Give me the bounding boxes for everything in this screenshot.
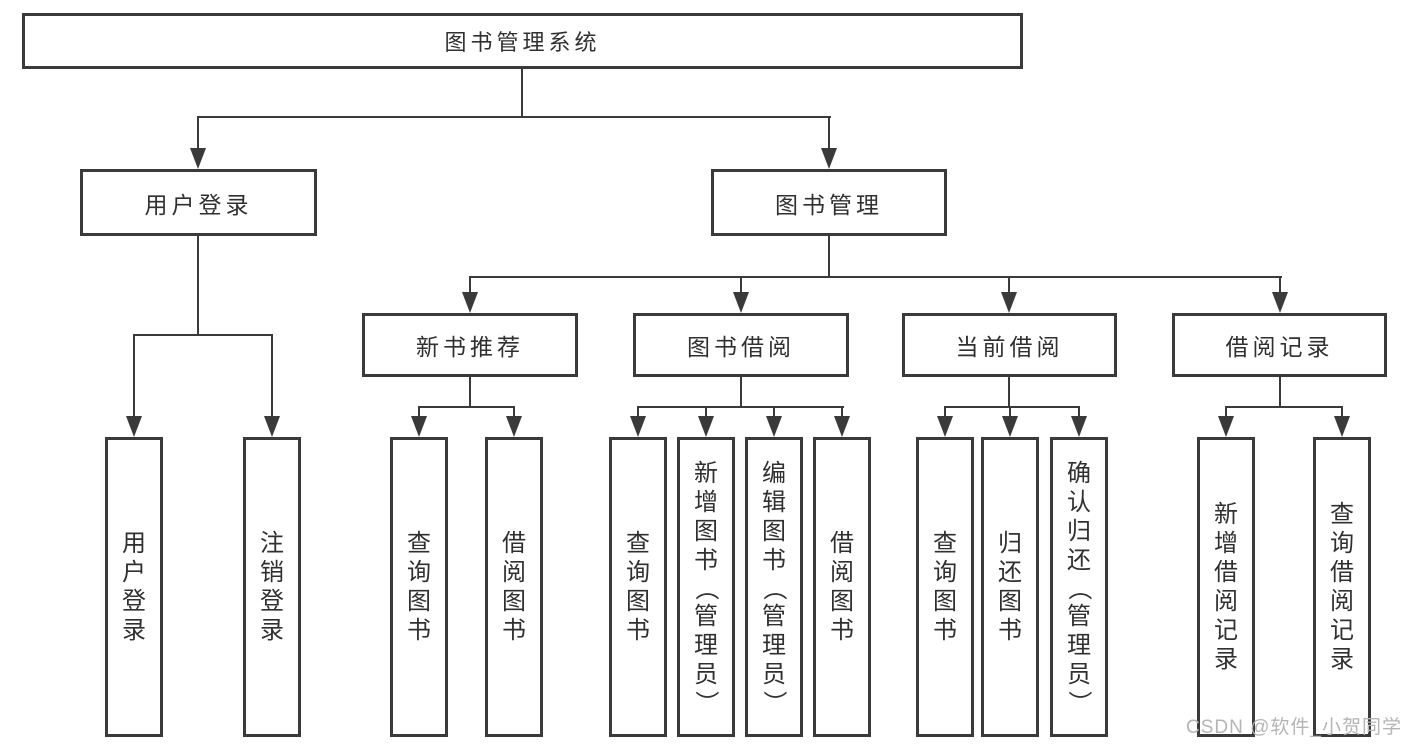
arrow-down-icon (1002, 416, 1018, 437)
edge-line (469, 377, 471, 408)
csdn-watermark: CSDN @软件_小贺同学 (1186, 717, 1402, 738)
node-book-management: 图书管理 (711, 169, 947, 236)
edge-line (740, 276, 742, 296)
edge-line (1078, 406, 1080, 420)
arrow-down-icon (264, 416, 280, 437)
edge-line (1279, 377, 1281, 408)
arrow-down-icon (630, 416, 646, 437)
edge-line (469, 276, 1282, 278)
node-new-book-recommend: 新书推荐 (362, 313, 578, 377)
edge-line (469, 276, 471, 296)
arrow-down-icon (1334, 416, 1350, 437)
edge-line (1009, 406, 1011, 420)
arrow-down-icon (1001, 292, 1017, 313)
arrow-down-icon (126, 416, 142, 437)
leaf-query-book-current: 查询图书 (916, 437, 974, 737)
node-borrowing-records: 借阅记录 (1172, 313, 1387, 377)
edge-line (944, 406, 1080, 408)
edge-line (637, 406, 844, 408)
arrow-down-icon (1218, 416, 1234, 437)
arrow-down-icon (733, 292, 749, 313)
edge-line (705, 406, 707, 420)
edge-line (637, 406, 639, 420)
edge-line (828, 236, 830, 278)
arrow-down-icon (937, 416, 953, 437)
leaf-add-book-admin: 新增图书（管理员） (677, 437, 735, 737)
edge-line (271, 334, 273, 420)
arrow-down-icon (462, 292, 478, 313)
arrow-down-icon (1272, 292, 1288, 313)
leaf-confirm-return-admin: 确认归还（管理员） (1050, 437, 1108, 737)
edge-line (1225, 406, 1343, 408)
edge-line (1008, 276, 1010, 296)
leaf-logout: 注销登录 (243, 437, 301, 737)
edge-line (1225, 406, 1227, 420)
edge-line (197, 116, 199, 152)
edge-line (418, 406, 420, 420)
edge-line (944, 406, 946, 420)
leaf-edit-book-admin: 编辑图书（管理员） (745, 437, 803, 737)
edge-line (740, 377, 742, 408)
edge-line (197, 236, 199, 336)
node-user-login: 用户登录 (80, 169, 317, 236)
leaf-borrow-book: 借阅图书 (813, 437, 871, 737)
arrow-down-icon (411, 416, 427, 437)
edge-line (521, 69, 523, 118)
arrow-down-icon (834, 416, 850, 437)
leaf-user-login: 用户登录 (105, 437, 163, 737)
arrow-down-icon (821, 148, 837, 169)
arrow-down-icon (190, 148, 206, 169)
edge-line (197, 116, 831, 118)
leaf-add-borrow-record: 新增借阅记录 (1197, 437, 1255, 737)
edge-line (133, 334, 135, 420)
edge-line (1008, 377, 1010, 408)
node-library-system: 图书管理系统 (22, 13, 1023, 69)
node-current-borrowing: 当前借阅 (902, 313, 1117, 377)
arrow-down-icon (1071, 416, 1087, 437)
leaf-return-book: 归还图书 (981, 437, 1039, 737)
arrow-down-icon (766, 416, 782, 437)
edge-line (773, 406, 775, 420)
arrow-down-icon (698, 416, 714, 437)
edge-line (1341, 406, 1343, 420)
leaf-query-book-borrowing: 查询图书 (609, 437, 667, 737)
edge-line (513, 406, 515, 420)
edge-line (418, 406, 515, 408)
leaf-query-book-recommend: 查询图书 (390, 437, 448, 737)
arrow-down-icon (506, 416, 522, 437)
edge-line (828, 116, 830, 152)
edge-line (1279, 276, 1281, 296)
leaf-borrow-book-recommend: 借阅图书 (485, 437, 543, 737)
leaf-query-borrow-record: 查询借阅记录 (1313, 437, 1371, 737)
node-book-borrowing: 图书借阅 (633, 313, 849, 377)
edge-line (133, 334, 273, 336)
edge-line (841, 406, 843, 420)
